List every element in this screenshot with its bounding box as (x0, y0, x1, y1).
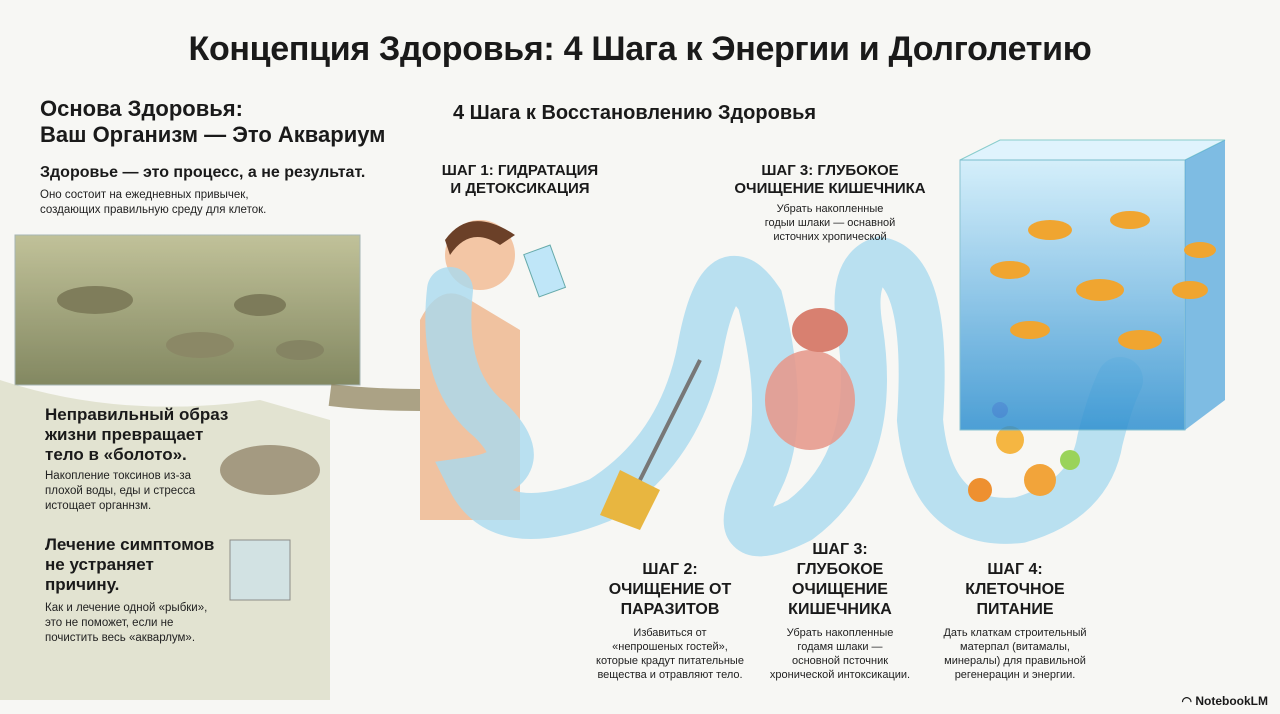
watermark: ◠ NotebookLM (1182, 694, 1268, 708)
title-line: ШАГ 4: (987, 561, 1043, 578)
left-heading: Основа Здоровья:Ваш Организм — Это Аквар… (40, 96, 385, 148)
desc-line: годамя шлаки — (797, 641, 883, 653)
title-line: ШАГ 3: ГЛУБОКОЕ (761, 162, 899, 179)
left-intro: Оно состоит на ежедневных привычек, созда… (40, 188, 266, 218)
step4: ШАГ 4: КЛЕТОЧНОЕ ПИТАНИЕ Дать клаткам стро… (915, 560, 1115, 682)
intro-line: создающих правильную среду для клеток. (40, 204, 267, 216)
desc-line: основной псточник (791, 655, 889, 667)
desc-line: Избавиться от (633, 627, 707, 639)
title-line: ОЧИЩЕНИЕ ОТ (608, 581, 732, 598)
block-title-line: не устраняет (45, 555, 154, 574)
desc-line: хронической интоксикации. (769, 669, 911, 681)
title-line: ОЧИЩЕНИЕ КИШЕЧНИКА (734, 180, 926, 197)
murky-flow (328, 384, 421, 411)
steps-heading: 4 Шага к Восстановлению Здоровья (453, 102, 817, 124)
desc-line: регенерацин и энергии. (954, 669, 1076, 681)
block-title-line: тело в «болото». (45, 445, 187, 464)
desc-line: матерпал (витамалы, (960, 641, 1070, 653)
step2: ШАГ 2: ОЧИЩЕНИЕ ОТ ПАРАЗИТОВ Избавиться от… (570, 560, 770, 682)
desc-line: источних хропической (773, 231, 887, 243)
title-line: ПИТАНИЕ (976, 601, 1054, 618)
title-line: ПАРАЗИТОВ (620, 601, 720, 618)
block-text-line: это не поможет, если не (45, 617, 174, 629)
page-title: Концепция Здоровья: 4 Шага к Энергии и Д… (188, 30, 1092, 68)
desc-line: Убрать накопленные (786, 627, 894, 639)
murky-aquarium (0, 234, 361, 700)
intestine (765, 308, 855, 450)
clean-aquarium (959, 139, 1226, 431)
notebooklm-logo-icon: ◠ (1181, 694, 1196, 708)
left-heading-line: Основа Здоровья: (40, 96, 243, 121)
title-line: КЛЕТОЧНОЕ (965, 581, 1065, 598)
block-title-line: причину. (45, 575, 120, 594)
step3: ШАГ 3: ГЛУБОКОЕ ОЧИЩЕНИЕ КИШЕЧНИКА Убрать н… (745, 540, 935, 682)
block-text-line: Как и лечение одной «рыбки», (45, 602, 208, 614)
broom (638, 359, 702, 481)
desc-line: «непрошеных гостей», (612, 641, 728, 653)
desc-line: вещества и отравляют тело. (597, 669, 743, 681)
title-line: И ДЕТОКСИКАЦИЯ (450, 180, 590, 197)
intro-line: Оно состоит на ежедневных привычек, (40, 189, 249, 201)
block-title-line: жизни превращает (45, 425, 204, 444)
title-line: ГЛУБОКОЕ (796, 561, 884, 578)
left-subheading: Здоровье — это процесс, а не результат. (40, 164, 366, 181)
title-line: ШАГ 1: ГИДРАТАЦИЯ (441, 162, 599, 179)
title-line: КИШЕЧНИКА (788, 601, 892, 618)
block-text-line: Накопление токсинов из-за (45, 470, 192, 482)
title-line: ОЧИЩЕНИЕ (792, 581, 888, 598)
watermark-text: NotebookLM (1195, 694, 1268, 708)
desc-line: Дать клаткам строительный (943, 627, 1087, 639)
block-title-line: Лечение симптомов (45, 535, 215, 554)
block-text-line: истощает органнзм. (45, 500, 152, 512)
title-line: ШАГ 3: (812, 541, 868, 558)
title-line: ШАГ 2: (642, 561, 698, 578)
cleansing-tube (425, 236, 1143, 557)
desc-line: годыи шлаки — оснавной (764, 217, 896, 229)
desc-line: минералы) для правильной (944, 655, 1086, 667)
block-text-line: плохой воды, еды и стресса (45, 485, 196, 497)
desc-line: которые крадут питательные (596, 655, 744, 667)
left-heading-line: Ваш Организм — Это Аквариум (40, 122, 386, 147)
block-title-line: Неправильный образ (45, 405, 229, 424)
desc-line: Убрать накопленные (776, 203, 884, 215)
block-text-line: почистить весь «акварлум». (45, 632, 196, 644)
